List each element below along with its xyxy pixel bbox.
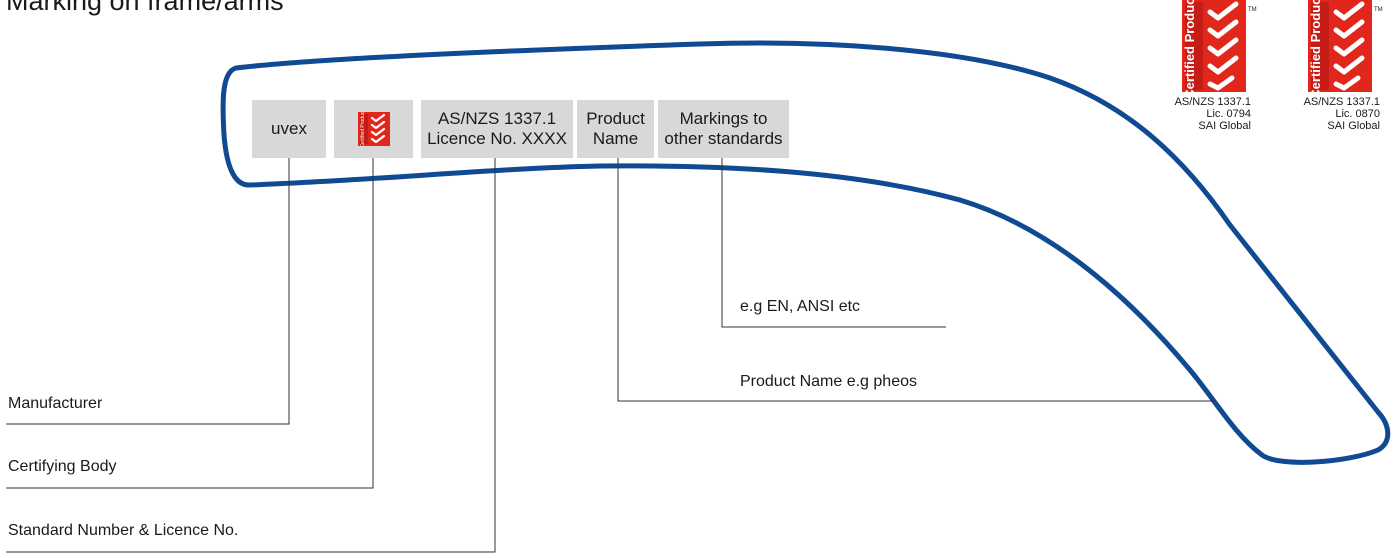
leader-other-standards (721, 156, 946, 328)
uvex-box: uvex (252, 100, 326, 158)
cert-licence: Lic. 0794 (1206, 108, 1251, 120)
leader-certifying-body (6, 158, 374, 489)
cert-body: SAI Global (1198, 120, 1251, 132)
certified-logo-box: Certified Product (334, 100, 413, 158)
callout-certifying-body: Certifying Body (8, 458, 117, 475)
frame-arm-outline (220, 40, 1391, 465)
logo-text: Certified Product (1182, 0, 1197, 92)
trademark-symbol: TM (1248, 7, 1257, 13)
certified-product-logo-icon: Certified Product (1308, 0, 1372, 92)
callout-other-standards: e.g EN, ANSI etc (740, 298, 861, 315)
certified-product-logo-icon: Certified Product (1182, 0, 1246, 92)
standard-licence-box: AS/NZS 1337.1 Licence No. XXXX (421, 100, 573, 158)
uvex-text: uvex (271, 119, 307, 138)
callout-manufacturer: Manufacturer (8, 395, 103, 412)
trademark-symbol: TM (1374, 7, 1383, 13)
cert-body: SAI Global (1327, 120, 1380, 132)
other-standards-box: Markings to other standards (658, 100, 789, 158)
leader-standard-number (6, 158, 496, 553)
certification-caption: AS/NZS 1337.1 Lic. 0870 SAI Global (1284, 96, 1380, 132)
callout-product-name: Product Name e.g pheos (740, 373, 917, 390)
product-name-box: Product Name (577, 100, 654, 158)
svg-text:Certified Product: Certified Product (360, 112, 366, 146)
cert-standard: AS/NZS 1337.1 (1174, 96, 1251, 108)
leader-manufacturer (6, 158, 290, 425)
name-text: Name (592, 129, 639, 148)
leader-product-name (617, 156, 1215, 402)
logo-text: Certified Product (1308, 0, 1323, 92)
callout-standard-number: Standard Number & Licence No. (8, 522, 239, 539)
certification-mark-0794: Certified Product TM AS/NZS 1337.1 Lic. … (1167, 0, 1257, 140)
certified-product-icon: Certified Product (357, 112, 390, 146)
product-text: Product (586, 109, 645, 128)
certification-caption: AS/NZS 1337.1 Lic. 0794 SAI Global (1155, 96, 1251, 132)
other-standards-text: other standards (664, 129, 783, 148)
markings-to-text: Markings to (679, 109, 768, 128)
page-title: Marking on frame/arms (6, 0, 284, 16)
cert-standard: AS/NZS 1337.1 (1303, 96, 1380, 108)
licence-text: Licence No. XXXX (427, 129, 567, 148)
standard-text: AS/NZS 1337.1 (437, 109, 557, 128)
cert-licence: Lic. 0870 (1335, 108, 1380, 120)
certification-mark-0870: Certified Product TM AS/NZS 1337.1 Lic. … (1296, 0, 1383, 140)
